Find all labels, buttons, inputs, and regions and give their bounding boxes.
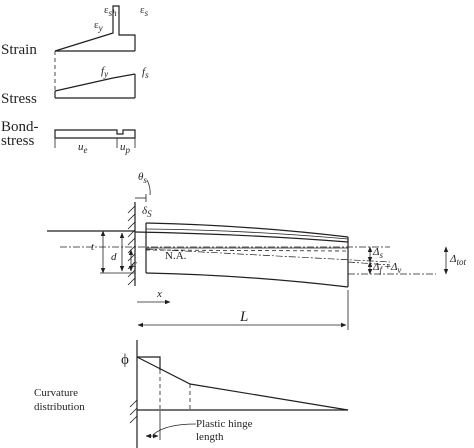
hinge-label-line1: Plastic hinge [196, 418, 253, 430]
delta-s-label: δS [142, 205, 152, 219]
stress-profile: Stress fy fs [1, 65, 149, 107]
Delta-tot-label: Δtot [449, 253, 466, 267]
eps-s-label: εs [140, 4, 149, 18]
f-s-label: fs [142, 66, 149, 80]
curvature-curve [136, 356, 349, 411]
beam-region: θs δS N.A. t d c [47, 171, 466, 330]
stress-curve [54, 73, 136, 92]
eps-sh-label: εsh [104, 4, 117, 18]
theta-s-arc [146, 179, 151, 196]
plastic-curvature-block [137, 356, 161, 370]
beam-bottom-edge [145, 272, 349, 288]
hinge-leader-line [153, 423, 197, 435]
u-e-label: ue [78, 141, 88, 155]
curvature-support-hatch [129, 399, 138, 424]
bond-stress-profile: Bond- stress ue up [1, 119, 136, 155]
bond-label-line2: stress [1, 133, 34, 149]
total-reference-line [347, 261, 391, 266]
hinge-label-line2: length [196, 431, 224, 443]
u-p-label: up [120, 141, 131, 155]
t-label: t [91, 241, 95, 253]
strain-label: Strain [1, 42, 37, 58]
flexural-reference-line [145, 249, 349, 252]
Delta-f-v-label: Δf +Δv [372, 261, 401, 275]
eps-y-label: εy [94, 19, 103, 33]
phi-label: ϕ [121, 352, 129, 368]
L-label: L [239, 309, 248, 325]
curvature-label-line2: distribution [34, 401, 85, 413]
strain-profile: Strain εsh εy εs [1, 4, 149, 99]
rebar-in-beam [134, 231, 349, 243]
strain-curve [54, 5, 136, 52]
rebar-top-edge [145, 228, 349, 240]
theta-s-label: θs [138, 171, 147, 185]
stress-label: Stress [1, 91, 37, 107]
na-label: N.A. [165, 250, 187, 262]
curvature-label-line1: Curvature [34, 387, 78, 399]
d-label: d [111, 251, 117, 263]
bond-stress-curve [54, 129, 136, 139]
x-label: x [156, 288, 162, 300]
slip-rotation-line [145, 248, 391, 263]
f-y-label: fy [101, 65, 108, 79]
Delta-s-label: Δs [372, 246, 383, 260]
c-label: c [132, 258, 137, 270]
curvature-distribution: ϕ Curvature distribution Plastic hinge l… [34, 340, 349, 448]
bond-label-line1: Bond- [1, 119, 39, 135]
beam-top-edge [145, 222, 349, 238]
